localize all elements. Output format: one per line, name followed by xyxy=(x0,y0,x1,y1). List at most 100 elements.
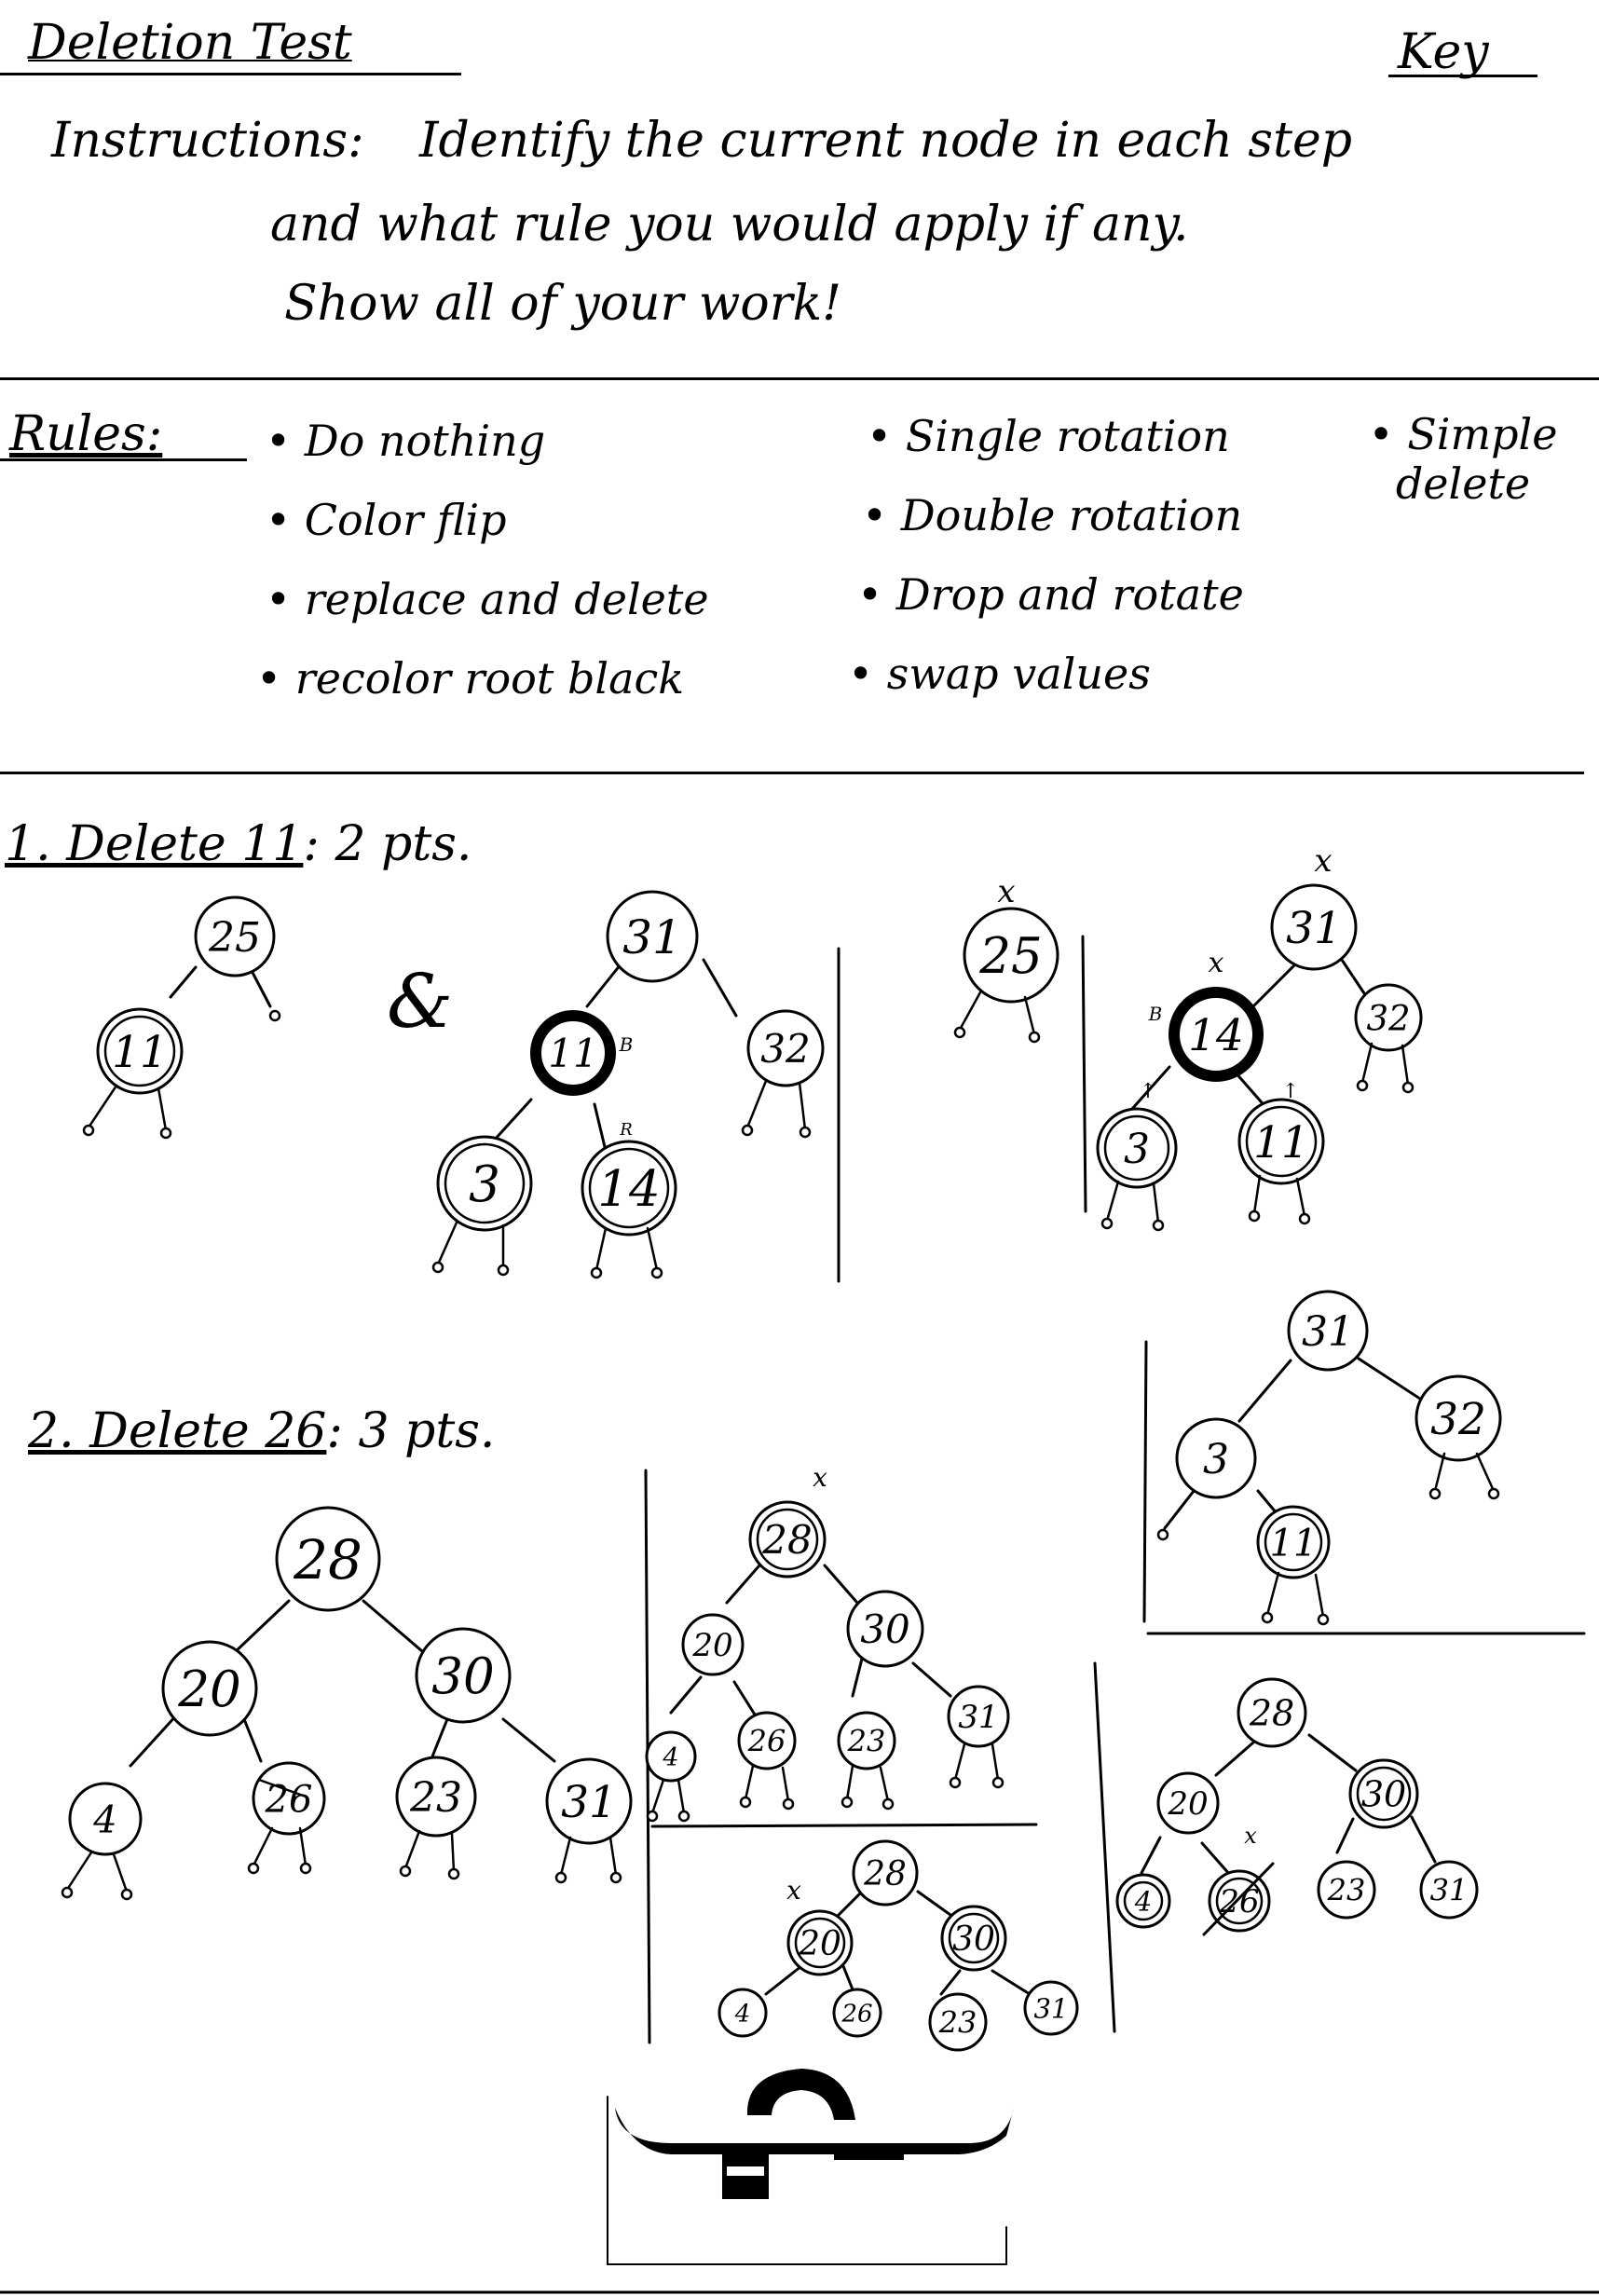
nil-leaf xyxy=(650,1266,663,1279)
tree-edge xyxy=(991,1969,1032,1996)
nil-leaf xyxy=(61,1886,74,1899)
nil-edge xyxy=(1023,995,1036,1036)
key-label: Key xyxy=(1398,24,1489,80)
tree-edge xyxy=(764,1964,803,1996)
rule-item-label: Single rotation xyxy=(905,411,1230,461)
node-label: 32 xyxy=(1366,998,1410,1038)
tree-node xyxy=(846,1590,924,1668)
tree-node xyxy=(436,1135,533,1232)
rule-item: • swap values xyxy=(848,649,1151,699)
rule-item: • Drop and rotate xyxy=(857,569,1244,620)
tree-node xyxy=(545,1757,633,1845)
nil-leaf xyxy=(739,1796,752,1809)
nil-leaf xyxy=(1317,1613,1330,1626)
tree-edge xyxy=(1307,1733,1358,1772)
rules-underline xyxy=(0,458,247,461)
tree-node xyxy=(718,1988,768,2038)
tree-node xyxy=(161,1640,258,1737)
nil-leaf xyxy=(1261,1611,1274,1624)
nil-leaf xyxy=(799,1126,812,1139)
node-label: 30 xyxy=(860,1606,909,1652)
tree-node xyxy=(1270,883,1358,971)
separator-line xyxy=(650,1823,1038,1828)
tree-node xyxy=(1156,1771,1220,1835)
nil-edge xyxy=(1152,1182,1160,1224)
tree-edge xyxy=(1200,1841,1232,1877)
tree-edge xyxy=(939,1969,962,1996)
nil-leaf xyxy=(1298,1212,1311,1225)
tree-edge xyxy=(1163,1484,1199,1530)
nil-edge xyxy=(608,1836,618,1877)
tree-node xyxy=(746,1009,825,1087)
nil-edge xyxy=(798,1081,807,1131)
separator-line xyxy=(1142,1340,1148,1623)
nil-edge xyxy=(559,1836,572,1877)
nil-leaf xyxy=(447,1867,460,1880)
tree-node xyxy=(606,890,699,983)
tree-node-ring xyxy=(1245,1105,1318,1178)
rule-item-label: swap values xyxy=(886,649,1151,699)
node-label: 30 xyxy=(431,1648,494,1705)
tree-edge xyxy=(1130,1065,1171,1111)
nil-edge xyxy=(744,1764,755,1801)
nil-edge xyxy=(845,1764,854,1801)
tree-node-ring xyxy=(756,1508,819,1571)
tree-node xyxy=(947,1685,1010,1748)
tree-edge xyxy=(851,1657,864,1698)
tree-edge xyxy=(1357,1357,1428,1404)
rule-item: • Double rotation xyxy=(862,490,1243,540)
x-mark: x xyxy=(997,873,1015,910)
problem-1-title: 1. Delete 11 xyxy=(5,816,304,872)
node-label: 20 xyxy=(1167,1785,1208,1823)
x-mark: x xyxy=(1244,1823,1257,1849)
tree-node xyxy=(252,1761,326,1836)
tree-node-ring xyxy=(794,1917,846,1969)
tree-node xyxy=(1317,1860,1376,1920)
nil-leaf xyxy=(299,1862,312,1875)
nil-leaf xyxy=(497,1264,510,1277)
tree-edge xyxy=(1214,1741,1255,1777)
nil-leaf xyxy=(949,1776,962,1789)
tree-edge xyxy=(732,1680,757,1716)
key-underline xyxy=(1388,75,1538,77)
tree-edge xyxy=(669,1675,703,1715)
arrow-mark: ↑ xyxy=(1140,1080,1156,1103)
tree-node xyxy=(275,1506,381,1612)
nil-leaf xyxy=(268,1009,281,1022)
nil-edge xyxy=(1475,1452,1496,1493)
node-label: 20 xyxy=(177,1661,240,1718)
node-label: 3 xyxy=(1203,1436,1229,1483)
nil-edge xyxy=(676,1778,686,1815)
title-underline xyxy=(0,73,461,75)
tree-edge xyxy=(1335,1817,1355,1854)
nil-edge xyxy=(1252,1174,1262,1215)
x-mark: x xyxy=(1314,842,1332,880)
node-label: 31 xyxy=(958,1699,998,1736)
binder-clip-slot xyxy=(727,2166,764,2176)
tree-node xyxy=(837,1711,896,1770)
node-label: 31 xyxy=(1034,1993,1069,2025)
nil-edge xyxy=(1265,1571,1280,1617)
tree-node-ring xyxy=(1103,1114,1170,1182)
tree-edge xyxy=(593,1102,608,1153)
tree-edge xyxy=(362,1599,430,1659)
tree-edge xyxy=(1410,1815,1437,1864)
node-label: 4 xyxy=(92,1798,116,1841)
nil-leaf xyxy=(1428,1487,1442,1500)
nil-edge xyxy=(298,1826,308,1867)
rule-item: • Single rotation xyxy=(867,411,1230,461)
node-label: 20 xyxy=(691,1627,732,1664)
node-label: 32 xyxy=(760,1026,810,1072)
binder-clip-top xyxy=(746,2069,855,2120)
nil-leaf xyxy=(840,1796,854,1809)
nil-leaf xyxy=(677,1810,690,1823)
problem-2-points: : 3 pts. xyxy=(326,1403,496,1459)
node-label: 14 xyxy=(597,1161,660,1218)
tree-edge xyxy=(1140,1836,1162,1875)
separator-line xyxy=(1093,1661,1116,2033)
tree-node xyxy=(1419,1860,1479,1920)
binder-clip-edge xyxy=(834,2154,904,2160)
node-label: 31 xyxy=(1286,903,1342,954)
nil-edge xyxy=(87,1084,118,1129)
node-label: 32 xyxy=(1430,1394,1486,1445)
